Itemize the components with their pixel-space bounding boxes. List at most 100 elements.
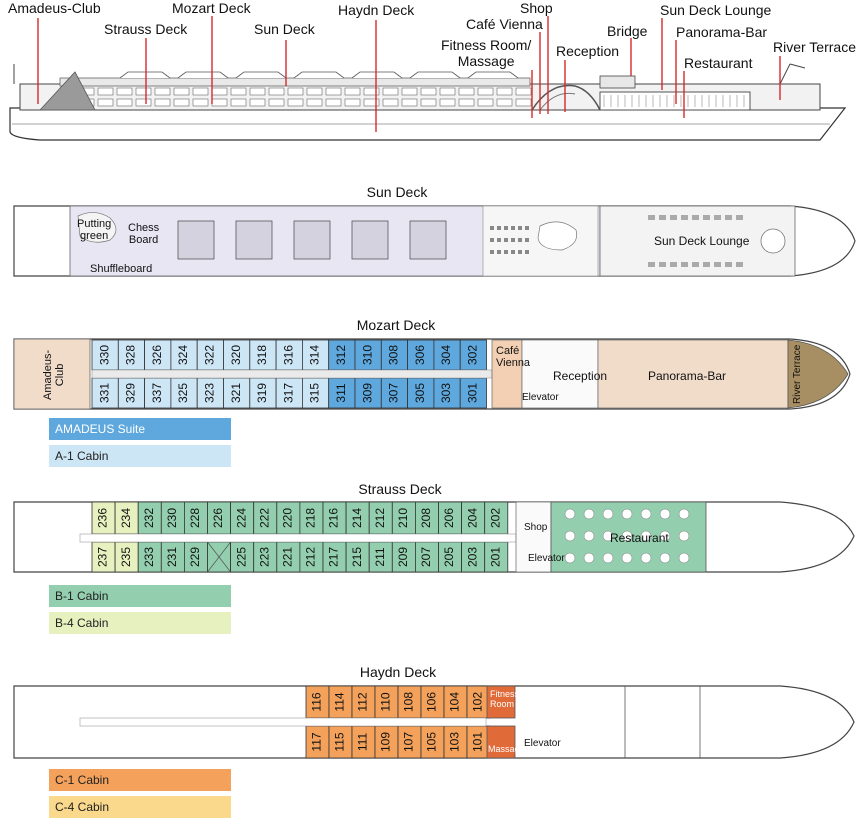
- restaurant-table: [602, 508, 614, 520]
- strauss-top-cabin-number: 206: [442, 508, 456, 528]
- fitness-room-area: [486, 685, 516, 719]
- label-pointer-lines: [37, 16, 781, 132]
- ship-side-profile: [9, 16, 847, 141]
- strauss-shop: Shop: [524, 522, 548, 533]
- restaurant-table: [640, 552, 652, 564]
- restaurant-table: [602, 552, 614, 564]
- haydn-top-cabin-number: 102: [471, 692, 485, 712]
- legend-amadeus-suite-label: AMADEUS Suite: [55, 422, 146, 436]
- deck-chair: [518, 226, 522, 230]
- window: [230, 87, 247, 96]
- mozart-bottom-cabin-number: 329: [124, 383, 138, 403]
- mozart-bottom-cabin-number: 307: [387, 383, 401, 403]
- lounge-seat: [659, 262, 666, 267]
- strauss-bottom-cabin-number: 203: [465, 547, 479, 567]
- shop-elevator-area: [515, 501, 552, 573]
- mozart-bottom-cabin: [459, 377, 487, 409]
- haydn-fitness-room: Fitness Room: [490, 689, 520, 709]
- strauss-top-cabin-number: 222: [257, 508, 271, 528]
- canopy: [293, 71, 345, 79]
- sun-table: [351, 220, 389, 260]
- haydn-bottom-cabin-number: 111: [356, 733, 370, 752]
- window: [382, 98, 399, 107]
- mozart-top-cabin-number: 312: [334, 345, 348, 365]
- restaurant-table: [621, 508, 633, 520]
- lounge-seat: [692, 262, 699, 267]
- mozart-bottom-cabin-number: 317: [281, 383, 295, 403]
- lounge-seat: [692, 215, 699, 220]
- window: [116, 98, 133, 107]
- haydn-bottom-cabin-number: 103: [448, 732, 462, 752]
- restaurant-table: [583, 508, 595, 520]
- window: [401, 87, 418, 96]
- window: [477, 87, 494, 96]
- mozart-river-terrace: River Terrace: [792, 344, 803, 404]
- legend-c4-label: C-4 Cabin: [55, 800, 110, 814]
- strauss-bottom-cabin-number: 209: [396, 547, 410, 567]
- deck-chair: [497, 226, 501, 230]
- legend-c1-label: C-1 Cabin: [55, 773, 110, 787]
- mozart-bottom-cabin-number: 331: [97, 383, 111, 403]
- lounge-seat: [703, 215, 710, 220]
- lounge-seat: [714, 215, 721, 220]
- haydn-bottom-cabin-number: 117: [310, 732, 324, 751]
- deck-chair: [525, 238, 529, 242]
- window: [135, 98, 152, 107]
- strauss-bottom-cabin-number: 223: [257, 547, 271, 567]
- strauss-bottom-cabin-number: 229: [188, 547, 202, 567]
- window: [116, 87, 133, 96]
- strauss-top-cabin-number: 232: [142, 508, 156, 528]
- label-restaurant: Restaurant: [684, 55, 753, 71]
- sun-table: [293, 220, 331, 260]
- window: [325, 98, 342, 107]
- mozart-top-cabin: [275, 339, 303, 371]
- mozart-top-cabin: [223, 339, 251, 371]
- window: [287, 98, 304, 107]
- mozart-bottom-cabin-number: 315: [308, 383, 322, 403]
- lounge-seat: [659, 215, 666, 220]
- sun-putting-green: Putting green: [77, 218, 112, 242]
- deck-chair: [490, 250, 494, 254]
- legend-c1: C-1 Cabin: [49, 769, 231, 791]
- restaurant-table: [678, 552, 690, 564]
- sun-deck-plan: [13, 205, 856, 277]
- window: [287, 87, 304, 96]
- window: [230, 98, 247, 107]
- label-bridge: Bridge: [607, 23, 648, 39]
- label-shop: Shop: [520, 0, 553, 16]
- strauss-bottom-cabin-number: 215: [350, 547, 364, 567]
- strauss-bottom-cabin-number: 205: [442, 547, 456, 567]
- window: [496, 98, 513, 107]
- corridor: [91, 369, 493, 379]
- strauss-bottom-cabin-number: 201: [488, 547, 502, 567]
- sun-deck-title: Sun Deck: [366, 184, 428, 200]
- window: [420, 98, 437, 107]
- window: [496, 87, 513, 96]
- mozart-bottom-cabin-number: 319: [255, 383, 269, 403]
- mozart-top-cabin: [354, 339, 382, 371]
- window: [477, 98, 494, 107]
- label-fitness-massage: Fitness Room/ Massage: [441, 37, 532, 69]
- mozart-deck-title: Mozart Deck: [356, 317, 436, 333]
- sun-table: [177, 220, 215, 260]
- amadeus-club-area: [13, 338, 91, 410]
- sun-deck-canopies: [119, 71, 519, 79]
- deck-chair: [497, 250, 501, 254]
- panorama-glass: [599, 91, 751, 111]
- strauss-top-cabin-number: 224: [234, 508, 248, 528]
- legend-a1: A-1 Cabin: [49, 445, 231, 467]
- window: [268, 87, 285, 96]
- label-sun-deck: Sun Deck: [254, 21, 315, 37]
- deck-chair: [504, 250, 508, 254]
- strauss-top-cabin-number: 212: [373, 508, 387, 528]
- deck-chair: [525, 226, 529, 230]
- reception-arch: [531, 84, 601, 111]
- legend-b4-label: B-4 Cabin: [55, 616, 109, 630]
- strauss-top-cabin-number: 208: [419, 508, 433, 528]
- haydn-deck-title: Haydn Deck: [359, 664, 437, 680]
- canopy: [119, 71, 171, 79]
- lounge-seat: [725, 215, 732, 220]
- deck-chair: [490, 238, 494, 242]
- restaurant-table: [659, 530, 671, 542]
- canopy: [467, 71, 519, 79]
